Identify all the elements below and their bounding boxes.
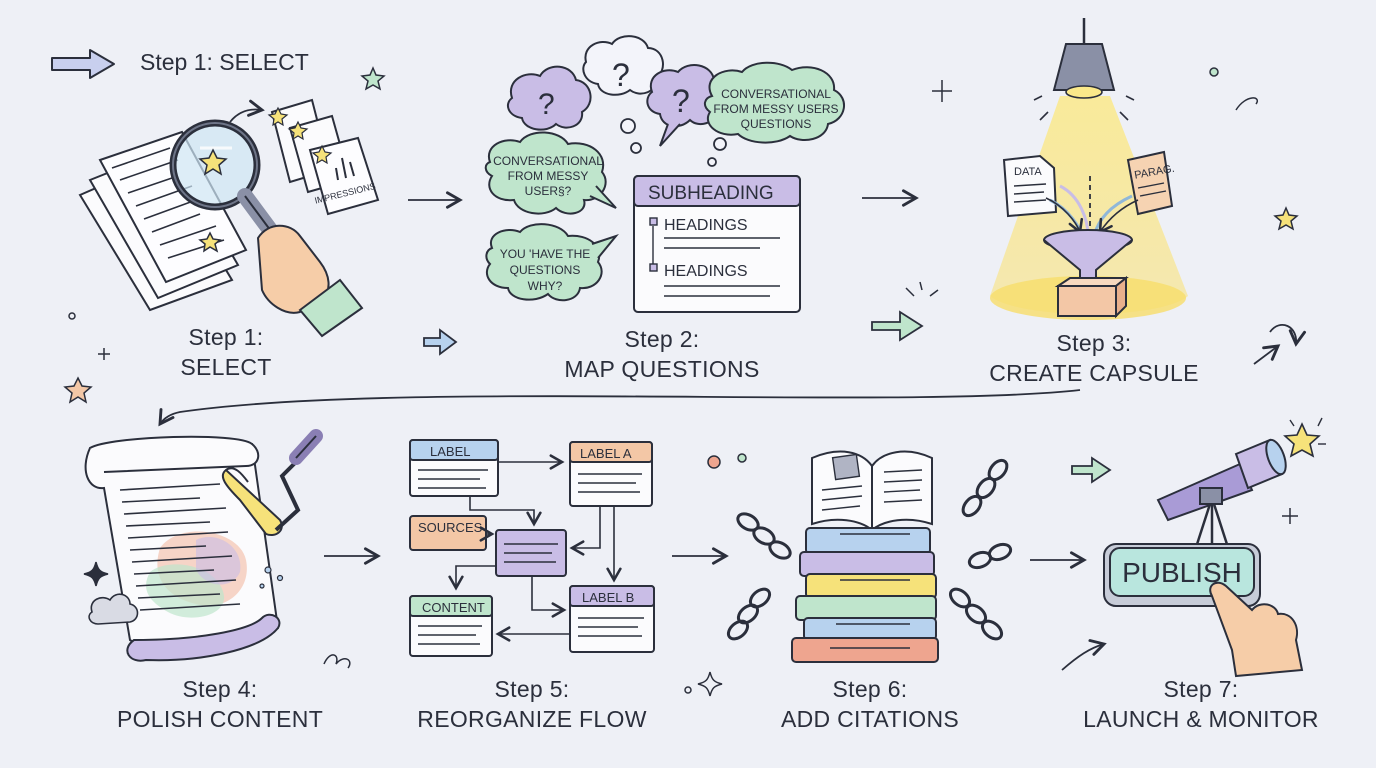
speech-bubble-top: CONVERSATIONAL FROM MESSY USERS QUESTION… <box>704 61 845 144</box>
star-icon <box>360 66 386 91</box>
bubble-bottom-line1: YOU 'HAVE THE <box>500 247 591 261</box>
step1-number: Step 1: <box>188 324 264 350</box>
scroll-document-icon <box>84 435 281 662</box>
outline-document: SUBHEADING HEADINGS HEADINGS <box>633 175 801 313</box>
step6-number: Step 6: <box>832 676 908 702</box>
flow-node-sources: SOURCES <box>409 515 487 551</box>
flow-node-center <box>495 529 567 577</box>
header-step-label: Step 1: SELECT <box>140 49 309 75</box>
doc-subheading: SUBHEADING <box>648 183 774 204</box>
bubble-left-line2: FROM MESSY <box>508 169 589 183</box>
question-cloud-icon: ? <box>646 64 727 147</box>
ceiling-lamp-icon <box>1033 18 1135 121</box>
bubble-left-line1: CONVERSATIONAL <box>493 154 603 168</box>
bubble-left-line3: USER§? <box>525 184 572 198</box>
step7-caption: Step 7: LAUNCH & MONITOR <box>1076 674 1326 734</box>
open-book-icon <box>811 450 933 533</box>
node-content-text: CONTENT <box>422 600 485 615</box>
step3-number: Step 3: <box>1056 330 1132 356</box>
header-arrow-icon <box>51 49 115 79</box>
flow-arrows-row2 <box>324 456 1112 671</box>
star-icon <box>198 148 228 176</box>
step4-title: POLISH CONTENT <box>116 706 324 732</box>
step5-illustration: LABEL LABEL A SOURCES CONTENT LABEL B <box>409 439 655 657</box>
step4-illustration <box>84 429 323 662</box>
data-document-icon: DATA <box>1002 154 1058 218</box>
step4-number: Step 4: <box>182 676 258 702</box>
pointing-hand-icon <box>1209 581 1304 678</box>
book-stack-icon <box>791 527 939 663</box>
step7-title: LAUNCH & MONITOR <box>1083 706 1319 732</box>
bubble-top-line3: QUESTIONS <box>741 117 812 131</box>
node-label-a-text: LABEL A <box>580 446 632 461</box>
bubble-bottom-line2: QUESTIONS <box>510 263 581 277</box>
star-icon <box>1273 206 1299 231</box>
step3-title: CREATE CAPSULE <box>989 360 1199 386</box>
step6-caption: Step 6: ADD CITATIONS <box>760 674 980 734</box>
step7-number: Step 7: <box>1163 676 1239 702</box>
speech-bubble-left: CONVERSATIONAL FROM MESSY USER§? <box>484 131 617 215</box>
step2-illustration: ? ? ? CONVERSATIONAL FROM MESSY USERS QU… <box>484 35 845 313</box>
svg-text:?: ? <box>538 88 555 121</box>
paint-roller-icon <box>221 429 323 536</box>
step2-caption: Step 2: MAP QUESTIONS <box>552 324 772 384</box>
step1-caption: Step 1: SELECT <box>146 322 306 382</box>
bubble-top-line2: FROM MESSY USERS <box>713 102 838 116</box>
node-label-b-text: LABEL B <box>582 590 634 605</box>
hand-icon <box>256 224 364 338</box>
star-icon <box>1283 422 1321 458</box>
step3-illustration: DATA PARAG. <box>990 18 1188 320</box>
flow-node-label-b: LABEL B <box>569 585 655 653</box>
data-doc-label: DATA <box>1014 166 1042 178</box>
step1-title: SELECT <box>180 354 272 380</box>
chain-icon <box>726 458 1013 641</box>
step1-illustration: IMPRESSIONS <box>78 98 380 338</box>
node-label-text: LABEL <box>430 444 470 459</box>
step5-caption: Step 5: REORGANIZE FLOW <box>412 674 652 734</box>
step5-title: REORGANIZE FLOW <box>417 706 647 732</box>
step2-title: MAP QUESTIONS <box>564 356 760 382</box>
step5-number: Step 5: <box>494 676 570 702</box>
smoke-cloud-icon <box>88 593 139 625</box>
step6-title: ADD CITATIONS <box>780 706 960 732</box>
flow-arrows-row1 <box>158 189 1306 427</box>
small-documents-icon: IMPRESSIONS <box>267 98 380 216</box>
step3-caption: Step 3: CREATE CAPSULE <box>984 328 1204 388</box>
bubble-bottom-line3: WHY? <box>528 279 563 293</box>
document-stack-icon <box>78 130 248 312</box>
flow-node-content: CONTENT <box>409 595 493 657</box>
flow-node-label: LABEL <box>409 439 499 497</box>
doc-heading-2: HEADINGS <box>664 263 748 280</box>
svg-text:?: ? <box>612 57 630 93</box>
bubble-top-line1: CONVERSATIONAL <box>721 87 831 101</box>
decorations <box>63 66 1299 697</box>
publish-button-label: PUBLISH <box>1122 557 1242 588</box>
doc-heading-1: HEADINGS <box>664 217 748 234</box>
node-sources-text: SOURCES <box>418 520 483 535</box>
flow-node-label-a: LABEL A <box>569 441 653 507</box>
step2-number: Step 2: <box>624 326 700 352</box>
svg-text:?: ? <box>672 83 690 119</box>
star-icon <box>198 231 222 253</box>
question-cloud-icon: ? <box>506 65 592 131</box>
question-cloud-icon: ? <box>582 35 664 96</box>
speech-bubble-bottom: YOU 'HAVE THE QUESTIONS WHY? <box>485 223 619 302</box>
star-icon <box>63 376 93 404</box>
paragraph-document-icon: PARAG. <box>1126 150 1176 216</box>
step7-illustration: PUBLISH <box>1103 417 1326 678</box>
step6-illustration <box>726 450 1013 663</box>
capsule-box-icon <box>1054 275 1129 319</box>
step4-caption: Step 4: POLISH CONTENT <box>100 674 340 734</box>
